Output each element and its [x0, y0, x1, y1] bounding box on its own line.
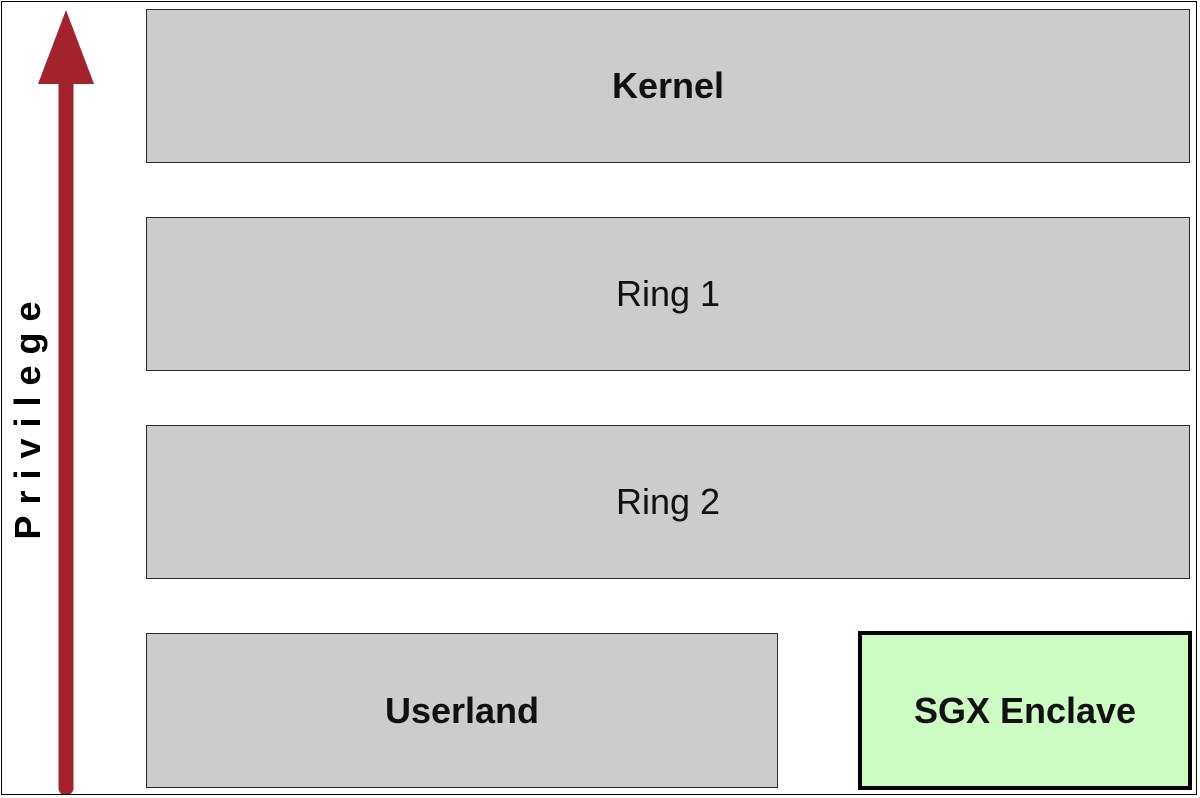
privilege-arrow	[38, 10, 94, 794]
privilege-arrowhead	[38, 10, 94, 84]
userland-label: Userland	[384, 689, 540, 731]
userland-layer: Userland	[146, 633, 778, 788]
ring2-label: Ring 2	[615, 481, 721, 522]
kernel-label: Kernel	[611, 65, 725, 106]
kernel-layer: Kernel	[146, 9, 1190, 163]
sgx-enclave-label: SGX Enclave	[913, 689, 1137, 731]
privilege-axis-label: Privilege	[7, 290, 48, 540]
ring1-layer: Ring 1	[146, 217, 1190, 371]
ring1-label: Ring 1	[615, 273, 721, 314]
sgx-enclave-layer: SGX Enclave	[858, 631, 1192, 790]
ring2-layer: Ring 2	[146, 425, 1190, 579]
